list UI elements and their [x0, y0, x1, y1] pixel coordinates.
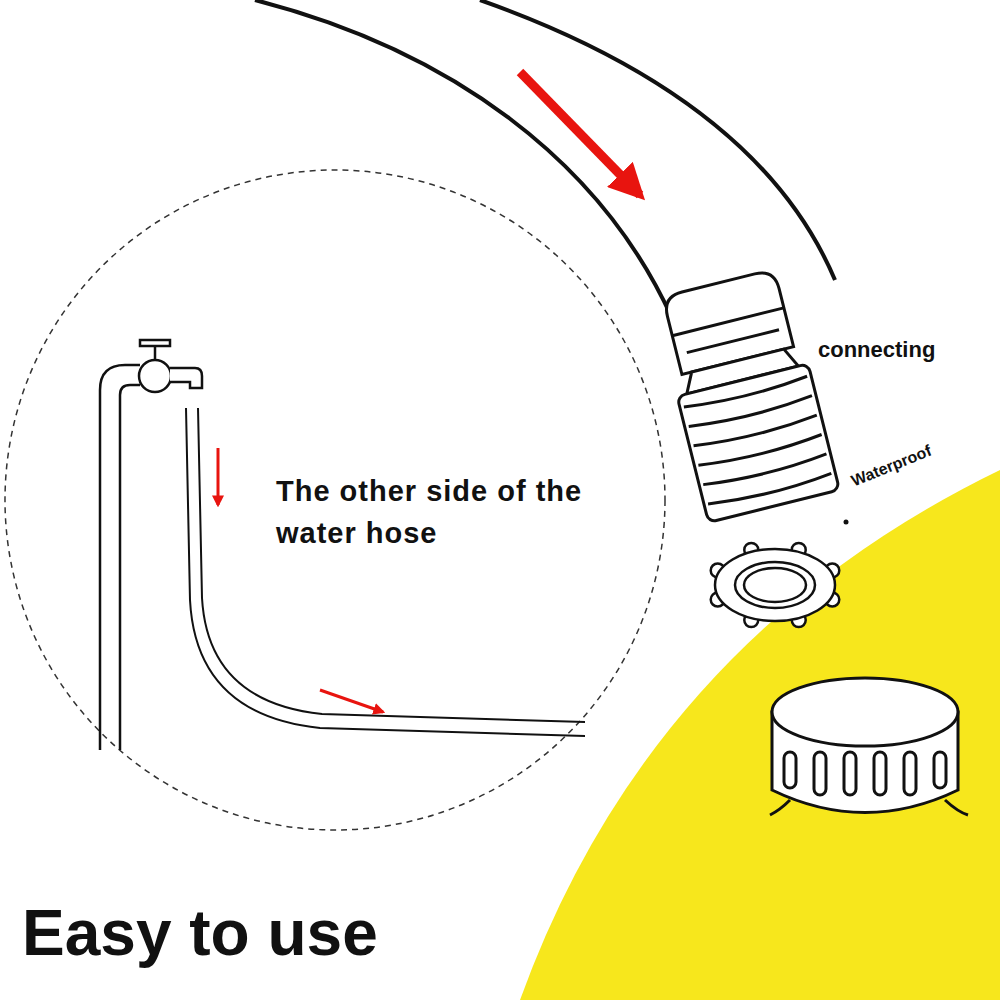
cap-rib	[934, 752, 946, 788]
cap-rib	[874, 752, 886, 795]
cap-rib	[904, 752, 916, 795]
faucet	[100, 340, 202, 750]
thread-line	[703, 454, 827, 489]
hose-edge	[255, 0, 672, 318]
thin-hose	[198, 408, 585, 722]
flow-arrow	[217, 448, 220, 505]
thread-line	[698, 434, 822, 469]
dashed-circle	[5, 170, 665, 830]
cap-rib	[814, 752, 826, 795]
hose-connector	[653, 267, 840, 523]
flow-arrow	[320, 690, 383, 712]
thread-line	[708, 473, 832, 508]
heading: Easy to use	[22, 898, 482, 968]
part-label: Waterproof	[848, 426, 968, 492]
thread-line	[694, 415, 818, 450]
bullet-dot	[844, 520, 849, 525]
yellow-ground	[520, 470, 1000, 1000]
hose-edge	[480, 0, 835, 280]
note-text: The other side of the water hose	[276, 470, 591, 554]
cap-rib	[784, 752, 796, 788]
thread-line	[689, 396, 813, 431]
cap-rib	[844, 752, 856, 795]
thin-hose	[186, 408, 585, 736]
flow-arrow	[520, 72, 640, 195]
thread-line	[684, 376, 808, 411]
waterproof-washer	[711, 543, 840, 627]
hose-cap	[770, 678, 968, 815]
part-label: connecting	[818, 334, 988, 366]
